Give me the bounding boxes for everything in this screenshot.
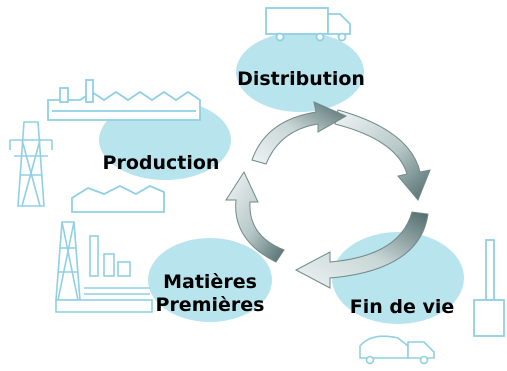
raw-materials-bubble [148, 238, 272, 322]
stage-label-raw-materials-line2: Premières [155, 294, 265, 316]
refinery-icon [55, 221, 153, 313]
chimney-icon [473, 239, 505, 337]
garbage-truck-icon [359, 335, 435, 365]
cycle-arrows [225, 101, 431, 289]
stage-label-raw-materials-line1: Matières [163, 271, 257, 293]
stage-label-raw-materials: Matières Premières [140, 271, 280, 317]
distribution-bubble [236, 32, 364, 112]
stage-label-distribution: Distribution [237, 68, 365, 90]
arrow-raw-materials-to-production [225, 170, 285, 263]
stage-label-production: Production [102, 152, 220, 174]
stage-label-end-of-life: Fin de vie [349, 296, 455, 318]
arrow-production-to-distribution [251, 101, 348, 165]
storage-tanks-icon [71, 184, 165, 213]
end-of-life-bubble [332, 232, 464, 324]
arrow-distribution-to-end-of-life [334, 109, 431, 201]
factory-icon [47, 79, 201, 121]
arrow-end-of-life-to-raw-materials [294, 211, 429, 289]
truck-icon [265, 7, 351, 42]
power-pylon-icon [9, 121, 53, 207]
